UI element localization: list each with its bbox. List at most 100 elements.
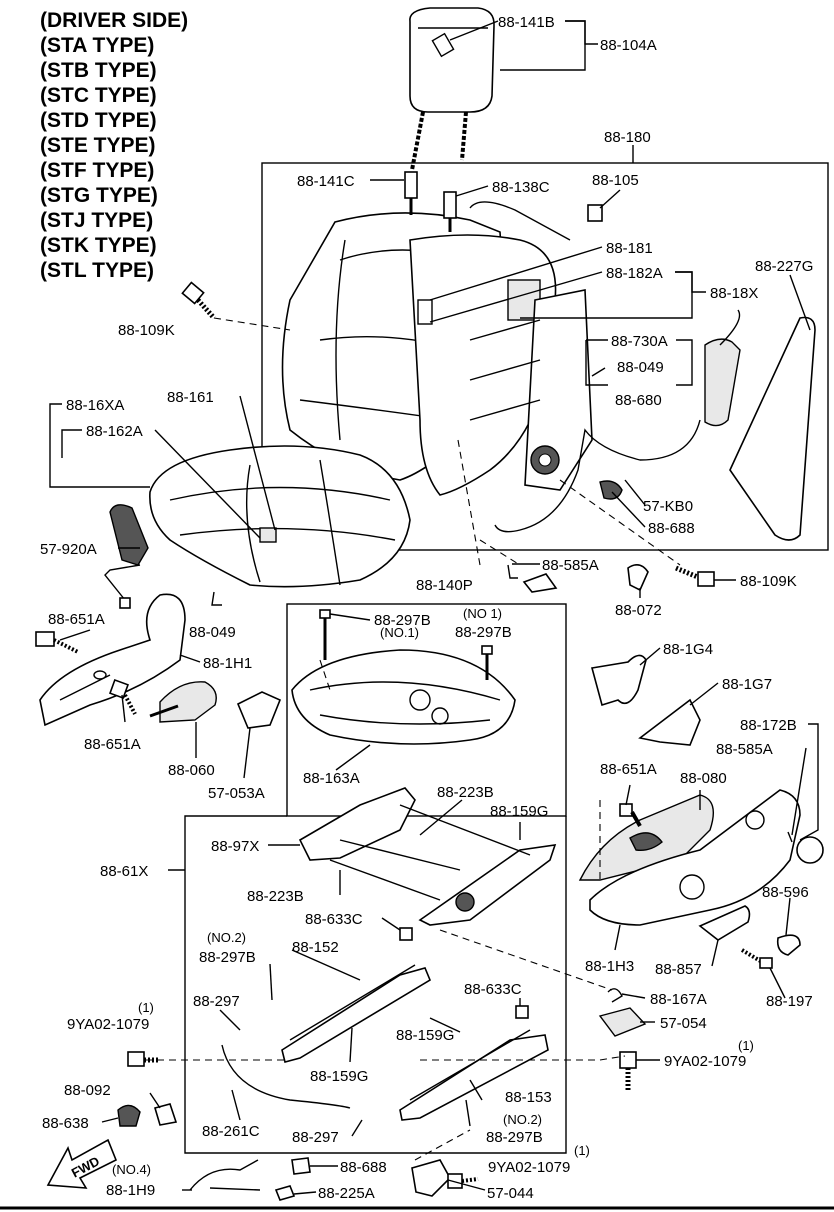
label-88-297B-a: 88-297B [374,612,431,629]
label-88-633C-upper: 88-633C [305,911,363,928]
screw-88-651A-mid [109,679,137,715]
cover-57-044 [411,1159,451,1197]
label-88-596: 88-596 [762,884,809,901]
clip-88-072 [627,564,649,592]
screw-88-197 [740,948,773,969]
label-88-060: 88-060 [168,762,215,779]
cushion-group-frame [286,603,567,817]
label-57-KB0: 57-KB0 [643,498,693,515]
type-label: (STK TYPE) [40,234,157,257]
label-88-162A: 88-162A [86,423,143,440]
label-n1-a: (1) [138,1000,154,1015]
cover-57-054 [598,1007,647,1037]
label-88-182A: 88-182A [606,265,663,282]
bolt-88-109K-left [181,281,216,320]
seat-type-list: (DRIVER SIDE) (STA TYPE) (STB TYPE) (STC… [40,8,188,283]
label-88-1G7: 88-1G7 [722,676,772,693]
label-88-651A-right: 88-651A [600,761,657,778]
label-88-633C-lower: 88-633C [464,981,522,998]
screw-88-651A-left [35,631,79,654]
label-no2-a: (NO.2) [207,930,246,945]
label-88-1H1: 88-1H1 [203,655,252,672]
cap-88-633C-lower [515,1005,529,1019]
type-label: (STA TYPE) [40,34,155,57]
label-88-092: 88-092 [64,1082,111,1099]
type-label: (STJ TYPE) [40,209,154,232]
label-88-1H9: 88-1H9 [106,1182,155,1199]
seat-cushion [149,445,411,588]
type-label: (STE TYPE) [40,134,156,157]
label-88-223B-lower: 88-223B [247,888,304,905]
label-88-225A: 88-225A [318,1185,375,1202]
label-88-141B: 88-141B [498,14,555,31]
label-88-072: 88-072 [615,602,662,619]
cushion-pan [291,649,516,745]
label-88-159G-lower: 88-159G [310,1068,368,1085]
guide-88-138C [443,191,457,232]
assembly-lines [145,317,681,1161]
back-panel [729,316,816,541]
label-88-163A: 88-163A [303,770,360,787]
label-n1-c: (1) [574,1143,590,1158]
label-88-109K-lower: 88-109K [740,573,797,590]
label-88-159G-upper: 88-159G [490,803,548,820]
knob-88-060 [149,681,217,723]
harness-88-1H9 [189,1159,261,1191]
label-57-920A: 57-920A [40,541,97,558]
type-label: (STG TYPE) [40,184,158,207]
rail-88-152 [281,964,432,1063]
type-label: (STL TYPE) [40,259,154,282]
label-no2-b: (NO.2) [503,1112,542,1127]
adjuster-group-frame [184,815,567,1154]
cover-88-596 [776,934,801,956]
connector-88-638 [117,1104,141,1127]
trim-88-1G4 [590,654,647,707]
label-88-152: 88-152 [292,939,339,956]
label-9YA02-1079-b: 9YA02-1079 [664,1053,746,1070]
guide-88-141C [404,171,418,215]
cap-88-633C-upper [399,927,413,941]
label-88-297B-d: 88-297B [486,1129,543,1146]
label-88-141C: 88-141C [297,173,355,190]
label-n1-b: (1) [738,1038,754,1053]
label-88-297B-c: 88-297B [199,949,256,966]
label-88-138C: 88-138C [492,179,550,196]
label-88-688-lower: 88-688 [340,1159,387,1176]
cover-57-053A [236,691,282,729]
label-88-1H3: 88-1H3 [585,958,634,975]
label-9YA02-1079-c: 9YA02-1079 [488,1159,570,1176]
leader-lines [49,20,819,1195]
type-label: (STD TYPE) [40,109,157,132]
label-88-857: 88-857 [655,961,702,978]
label-88-1G4: 88-1G4 [663,641,713,658]
part-labels: 88-141B 88-104A 88-180 88-141C 88-138C 8… [40,14,813,1202]
label-88-651A-upper: 88-651A [48,611,105,628]
label-88-680: 88-680 [615,392,662,409]
bolt-88-109K-right [675,565,715,587]
clip-88-688-lower [291,1157,311,1175]
label-88-159G-mid: 88-159G [396,1027,454,1044]
label-88-61X: 88-61X [100,863,148,880]
label-88-223B-upper: 88-223B [437,784,494,801]
clip-88-049-lower [211,591,222,606]
headrest [409,7,495,171]
type-label: (STB TYPE) [40,59,157,82]
type-label: (STC TYPE) [40,84,157,107]
label-88-167A: 88-167A [650,991,707,1008]
label-57-054: 57-054 [660,1015,707,1032]
label-88-181: 88-181 [606,240,653,257]
clip-88-167A [607,988,623,1003]
label-88-161: 88-161 [167,389,214,406]
side-trim-88-1H1 [39,593,186,727]
bolt-88-297B-right [481,645,493,680]
label-no1-a: (NO.1) [380,625,419,640]
clip-88-585A [507,564,518,579]
recline-cable [494,309,741,533]
label-88-297-upper: 88-297 [193,993,240,1010]
clip-88-140P [522,573,558,593]
label-57-053A: 57-053A [208,785,265,802]
label-9YA02-1079-a: 9YA02-1079 [67,1016,149,1033]
label-88-730A: 88-730A [611,333,668,350]
seatback-group-frame [261,162,829,551]
